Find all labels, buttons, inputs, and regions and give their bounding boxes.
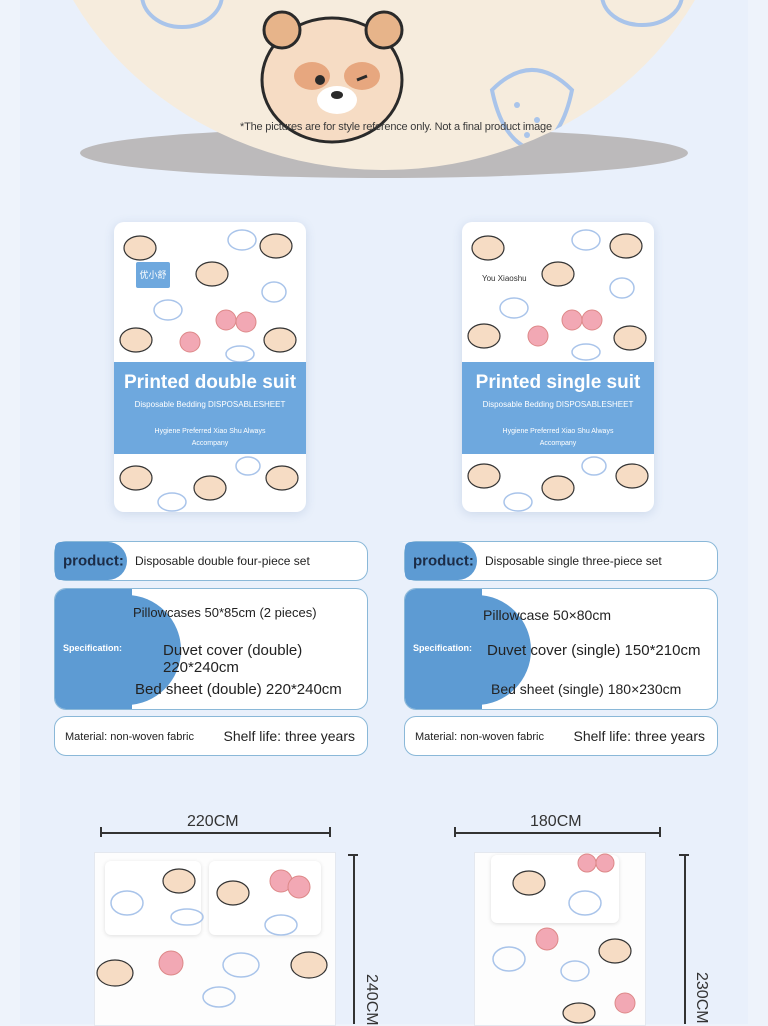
height-label-single: 230CM xyxy=(693,972,710,1024)
spec-line-pillowcase: Pillowcases 50*85cm (2 pieces) xyxy=(133,605,317,620)
spec-line-duvet: Duvet cover (double) 220*240cm xyxy=(163,642,303,676)
dimension-tick xyxy=(348,854,358,856)
bag-tagline: Hygiene Preferred Xiao Shu Always xyxy=(502,428,614,435)
shelf-life-text: Shelf life: three years xyxy=(573,728,705,744)
disclaimer-text: *The pictures are for style reference on… xyxy=(240,121,552,133)
bag-subtitle: Disposable Bedding DISPOSABLESHEET xyxy=(482,400,634,409)
spec-label: Specification: xyxy=(63,643,123,653)
dimension-tick xyxy=(329,827,331,837)
product-bag-single: You Xiaoshu Printed single suit Disposab… xyxy=(462,222,654,512)
product-label: product: xyxy=(63,552,124,570)
brand-logo: 优小舒 xyxy=(136,262,170,288)
bag-subtitle: Disposable Bedding DISPOSABLESHEET xyxy=(134,400,286,409)
bed-illustration-single xyxy=(474,852,646,1026)
spec-label: Specification: xyxy=(413,643,473,653)
bag-label-band: Printed double suit Disposable Bedding D… xyxy=(114,362,306,454)
bedding-pattern xyxy=(492,853,636,1024)
specification-card-single: Specification: Pillowcase 50×80cm Duvet … xyxy=(404,588,718,710)
bag-tagline-2: Accompany xyxy=(539,440,577,447)
material-text: Material: non-woven fabric xyxy=(415,731,545,743)
product-row-double: product: Disposable double four-piece se… xyxy=(54,541,368,581)
spec-label-bulge xyxy=(445,595,531,705)
spec-line-pillowcase: Pillowcase 50×80cm xyxy=(483,607,612,623)
shelf-life-text: Shelf life: three years xyxy=(223,728,355,744)
width-label-double: 220CM xyxy=(187,813,239,830)
material-text: Material: non-woven fabric xyxy=(65,731,195,743)
material-row-single: Material: non-woven fabric Shelf life: t… xyxy=(404,716,718,756)
width-dimension-line xyxy=(100,832,330,834)
spec-line-duvet: Duvet cover (single) 150*210cm xyxy=(487,642,701,659)
bag-title: Printed double suit xyxy=(123,372,297,393)
width-label-single: 180CM xyxy=(530,813,582,830)
height-dimension-line xyxy=(684,854,686,1024)
width-dimension-line xyxy=(454,832,660,834)
spec-line-bedsheet: Bed sheet (double) 220*240cm xyxy=(135,681,342,698)
dimension-tick xyxy=(659,827,661,837)
spec-label-bulge xyxy=(95,595,181,705)
height-label-double: 240CM xyxy=(363,974,380,1026)
product-bag-double: 优小舒 Printed double suit Disposable Beddi… xyxy=(114,222,306,512)
bag-pattern xyxy=(119,229,299,512)
bag-label-band: Printed single suit Disposable Bedding D… xyxy=(462,362,654,454)
bag-pattern xyxy=(467,229,649,512)
product-row-single: product: Disposable single three-piece s… xyxy=(404,541,718,581)
product-value: Disposable single three-piece set xyxy=(485,554,662,568)
bed-illustration-double xyxy=(94,852,336,1026)
product-value: Disposable double four-piece set xyxy=(135,554,310,568)
product-label-pill: product: xyxy=(55,542,127,580)
spec-line-bedsheet: Bed sheet (single) 180×230cm xyxy=(491,681,682,697)
bag-tagline: Hygiene Preferred Xiao Shu Always xyxy=(154,428,266,435)
bedding-pattern xyxy=(96,868,328,1008)
product-label: product: xyxy=(413,552,474,570)
bear-pattern-illustration xyxy=(140,0,736,153)
dimension-tick xyxy=(100,827,102,837)
product-label-pill: product: xyxy=(405,542,477,580)
material-row-double: Material: non-woven fabric Shelf life: t… xyxy=(54,716,368,756)
brand-logo: You Xiaoshu xyxy=(482,274,527,283)
dimension-tick xyxy=(679,854,689,856)
dimension-tick xyxy=(454,827,456,837)
bag-title: Printed single suit xyxy=(475,372,641,393)
specification-card-double: Specification: Pillowcases 50*85cm (2 pi… xyxy=(54,588,368,710)
page: *The pictures are for style reference on… xyxy=(20,0,748,1026)
bag-tagline-2: Accompany xyxy=(191,440,229,447)
height-dimension-line xyxy=(353,854,355,1024)
